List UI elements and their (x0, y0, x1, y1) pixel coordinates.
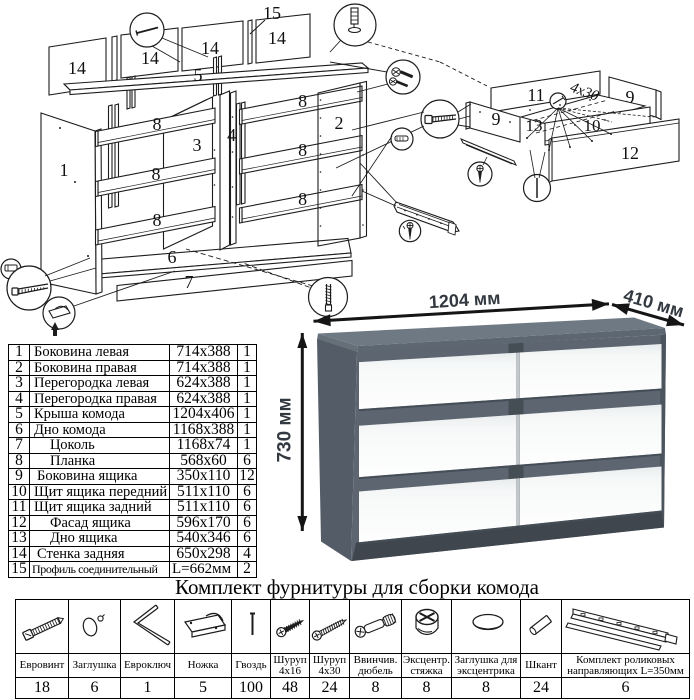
svg-text:14: 14 (68, 58, 86, 78)
svg-text:10: 10 (584, 116, 601, 135)
svg-text:4: 4 (227, 125, 236, 145)
svg-text:1204 мм: 1204 мм (428, 288, 501, 312)
svg-text:8: 8 (153, 210, 162, 230)
svg-text:8: 8 (152, 164, 161, 184)
svg-text:1: 1 (60, 160, 69, 180)
svg-text:8: 8 (153, 114, 162, 134)
svg-text:15: 15 (263, 3, 281, 23)
svg-text:14: 14 (201, 38, 219, 58)
svg-text:14: 14 (268, 28, 286, 48)
svg-text:6: 6 (168, 247, 177, 267)
svg-text:5: 5 (194, 65, 203, 85)
svg-text:7: 7 (185, 272, 194, 292)
svg-text:12: 12 (621, 143, 639, 163)
svg-text:3: 3 (193, 135, 202, 155)
svg-text:9: 9 (626, 87, 635, 107)
svg-text:9: 9 (492, 109, 501, 129)
svg-text:2: 2 (335, 113, 344, 133)
svg-text:8: 8 (298, 140, 307, 160)
svg-text:14: 14 (141, 48, 159, 68)
svg-text:8: 8 (298, 189, 307, 209)
svg-text:730 мм: 730 мм (275, 397, 296, 462)
svg-text:11: 11 (527, 85, 544, 105)
svg-text:8: 8 (298, 91, 307, 111)
svg-text:13: 13 (526, 116, 543, 135)
